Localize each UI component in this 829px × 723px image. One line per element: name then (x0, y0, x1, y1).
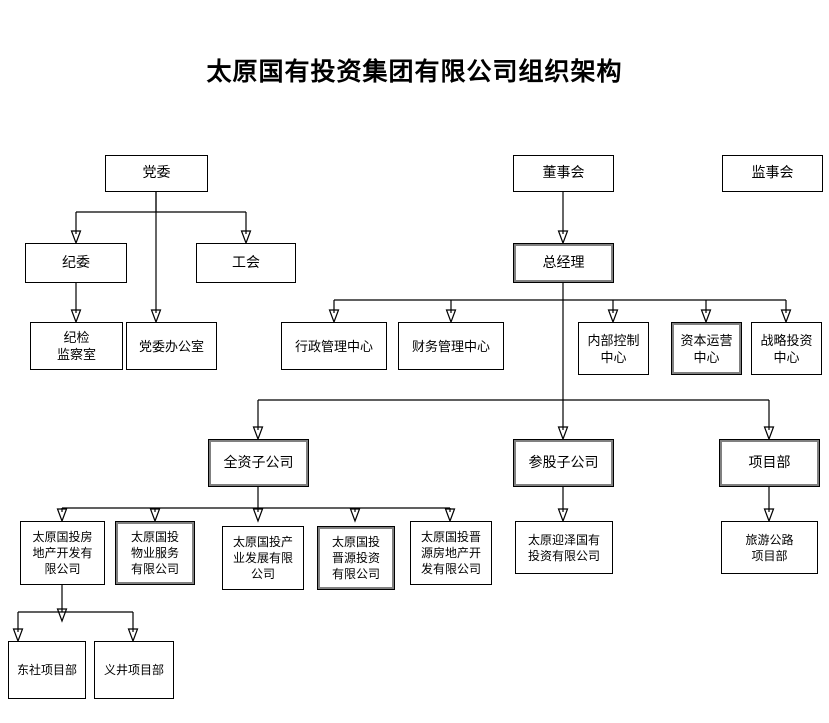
node-label: 战略投资 中心 (760, 332, 813, 365)
node-label: 工会 (232, 255, 260, 271)
node-yijing-project[interactable]: 义井项目部 (94, 641, 174, 699)
page-title: 太原国有投资集团有限公司组织架构 (206, 59, 623, 86)
node-label: 行政管理中心 (294, 338, 373, 354)
node-label: 旅游公路 项目部 (745, 532, 794, 563)
node-party-committee-office[interactable]: 党委办公室 (126, 322, 217, 370)
node-labor-union[interactable]: 工会 (196, 243, 296, 283)
node-board-of-supervisors[interactable]: 监事会 (722, 155, 823, 192)
node-discipline-inspection-office[interactable]: 纪检 监察室 (30, 322, 123, 370)
node-label: 东社项目部 (16, 663, 77, 677)
node-label: 资本运营 中心 (680, 332, 733, 365)
node-label: 太原国投产 业发展有限 公司 (232, 535, 293, 581)
node-label: 项目部 (748, 455, 791, 471)
node-party-committee[interactable]: 党委 (105, 155, 208, 192)
node-tourism-highway-project[interactable]: 旅游公路 项目部 (721, 521, 818, 574)
node-sub-jinyuan-investment[interactable]: 太原国投 晋源投资 有限公司 (317, 526, 395, 590)
node-finance-management-center[interactable]: 财务管理中心 (398, 322, 504, 370)
node-strategic-investment-center[interactable]: 战略投资 中心 (751, 322, 822, 375)
node-sub-yingze-investment[interactable]: 太原迎泽国有 投资有限公司 (515, 521, 613, 574)
node-label: 董事会 (542, 166, 585, 181)
node-label: 全资子公司 (223, 455, 294, 471)
node-label: 太原国投晋 源房地产开 发有限公司 (420, 530, 481, 576)
node-label: 参股子公司 (528, 455, 599, 471)
node-label: 内部控制 中心 (587, 332, 640, 365)
node-label: 太原国投 物业服务 有限公司 (130, 530, 179, 576)
node-internal-control-center[interactable]: 内部控制 中心 (578, 322, 649, 375)
node-board-of-directors[interactable]: 董事会 (513, 155, 614, 192)
node-label: 纪检 监察室 (56, 330, 96, 362)
node-project-department[interactable]: 项目部 (719, 439, 820, 487)
node-label: 太原国投房 地产开发有 限公司 (32, 530, 93, 576)
node-label: 监事会 (751, 166, 794, 181)
node-sub-jinyuan-real-estate[interactable]: 太原国投晋 源房地产开 发有限公司 (410, 521, 492, 585)
node-wholly-owned-subsidiaries[interactable]: 全资子公司 (208, 439, 309, 487)
node-label: 义井项目部 (103, 663, 164, 677)
node-label: 财务管理中心 (411, 338, 490, 354)
node-label: 党委 (142, 166, 171, 181)
node-admin-management-center[interactable]: 行政管理中心 (281, 322, 387, 370)
node-label: 太原国投 晋源投资 有限公司 (331, 535, 380, 581)
node-label: 总经理 (542, 255, 585, 271)
node-label: 太原迎泽国有 投资有限公司 (527, 532, 600, 563)
node-sub-property-service[interactable]: 太原国投 物业服务 有限公司 (115, 521, 195, 585)
node-capital-operation-center[interactable]: 资本运营 中心 (671, 322, 742, 375)
node-sub-industry-development[interactable]: 太原国投产 业发展有限 公司 (222, 526, 304, 590)
node-sub-real-estate[interactable]: 太原国投房 地产开发有 限公司 (20, 521, 105, 585)
node-label: 党委办公室 (138, 338, 204, 354)
node-label: 纪委 (62, 255, 90, 271)
node-general-manager[interactable]: 总经理 (513, 243, 614, 283)
node-dongshe-project[interactable]: 东社项目部 (8, 641, 86, 699)
node-discipline-committee[interactable]: 纪委 (25, 243, 127, 283)
node-equity-participation-subsidiaries[interactable]: 参股子公司 (513, 439, 614, 487)
